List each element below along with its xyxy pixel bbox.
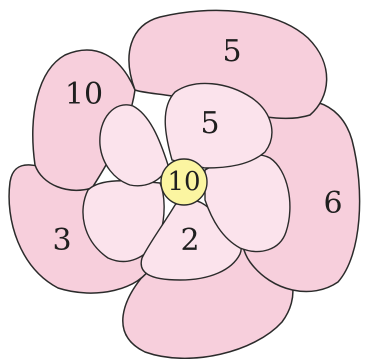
outer-petal-label-top: 5 xyxy=(222,34,241,69)
outer-petal-label-upper-left: 10 xyxy=(65,77,103,112)
inner-petal-upper-left xyxy=(100,105,168,186)
inner-petal-label-top: 5 xyxy=(200,106,219,141)
outer-petal-label-left: 3 xyxy=(52,223,71,258)
center-label: 10 xyxy=(167,167,200,197)
inner-petal-label-bottom: 2 xyxy=(180,223,199,258)
outer-petal-label-right: 6 xyxy=(323,186,342,221)
